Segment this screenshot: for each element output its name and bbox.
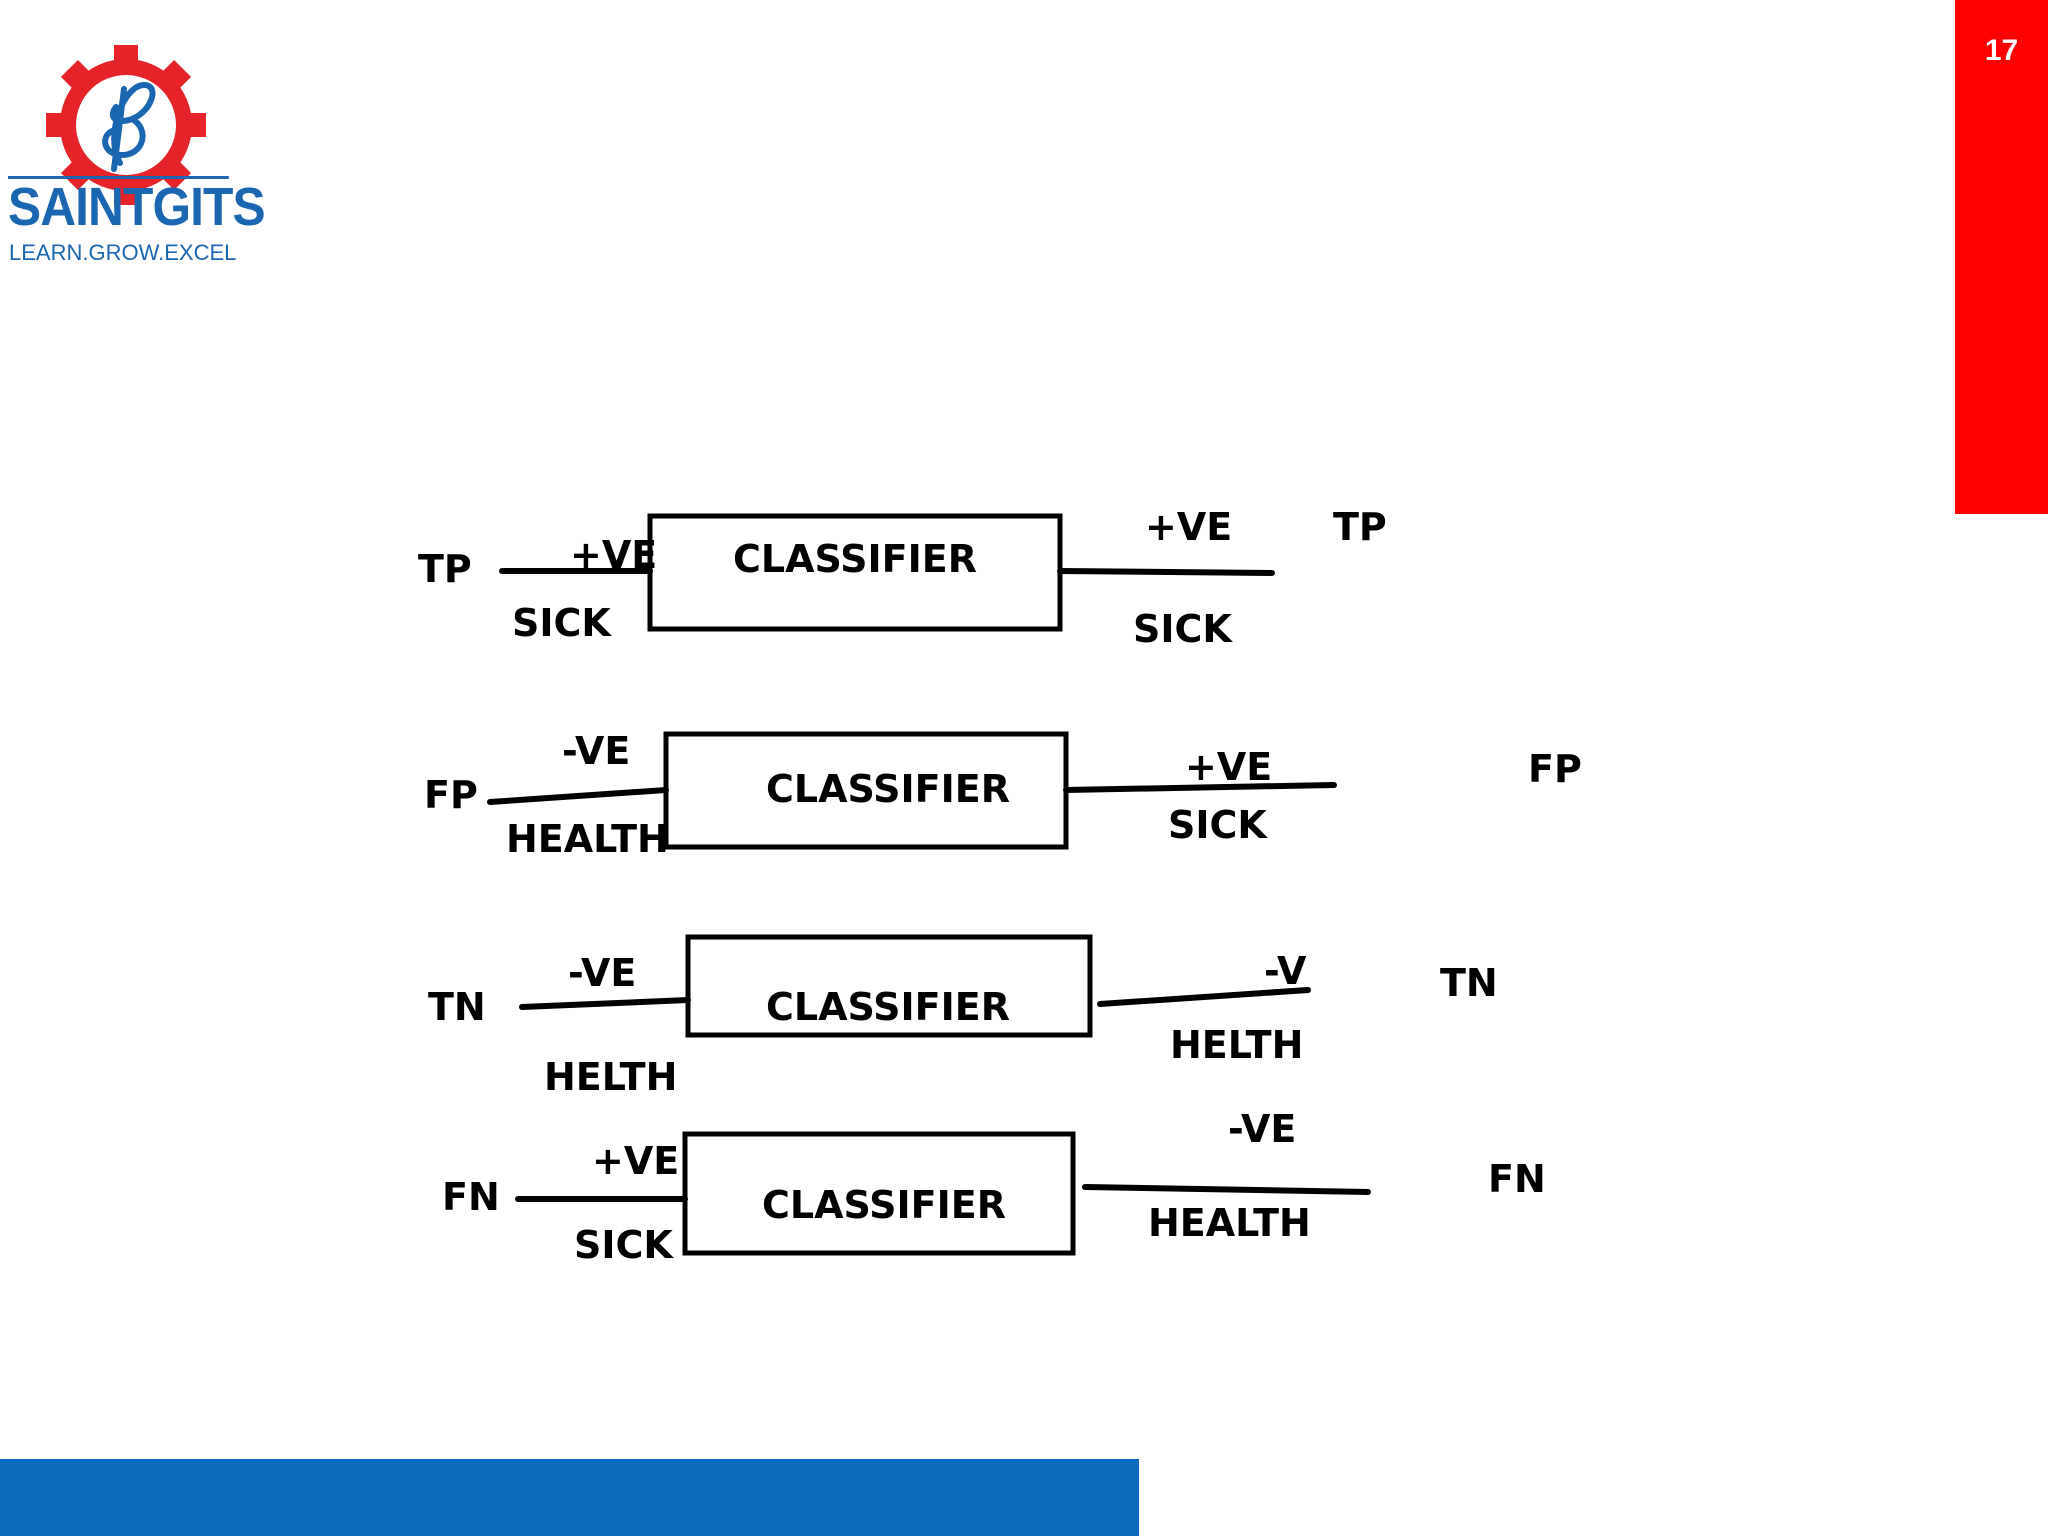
- row4-right-result: FN: [1488, 1157, 1546, 1201]
- row4-classifier-box: [682, 1131, 1076, 1256]
- row2-output-state: SICK: [1168, 803, 1268, 847]
- row2-input-value: -VE: [562, 729, 630, 773]
- row1-right-result: TP: [1333, 505, 1387, 549]
- row3-input-line: [519, 997, 691, 1010]
- brand-name: SAINTGITS: [8, 176, 266, 237]
- row4-output-state: HEALTH: [1148, 1201, 1311, 1245]
- row4-output-value: -VE: [1228, 1107, 1296, 1151]
- row4-output-line: [1082, 1184, 1371, 1195]
- row4-input-state: SICK: [574, 1223, 674, 1267]
- row2-output-line: [1063, 782, 1337, 793]
- row3-output-state: HELTH: [1170, 1023, 1303, 1067]
- row3-output-line: [1097, 987, 1311, 1007]
- slide-number: 17: [1984, 34, 2019, 67]
- row2-input-line: [487, 787, 669, 805]
- row1-left-result: TP: [418, 547, 472, 591]
- diagram-row-fp: FP -VE HEALTH CLASSIFIER +VE SICK FP: [424, 729, 1582, 861]
- row3-classifier-box: [685, 934, 1093, 1038]
- row1-input-value: +VE: [570, 533, 657, 577]
- row2-input-state: HEALTH: [506, 817, 669, 861]
- row1-output-line: [1057, 568, 1275, 576]
- row4-input-value: +VE: [592, 1139, 679, 1183]
- diagram-row-tp: TP +VE SICK CLASSIFIER +VE SICK TP: [418, 505, 1387, 651]
- row2-left-result: FP: [424, 773, 478, 817]
- row1-output-state: SICK: [1133, 607, 1233, 651]
- brand-tagline: LEARN.GROW.EXCEL: [9, 240, 237, 265]
- row1-classifier-label: CLASSIFIER: [733, 537, 977, 581]
- row3-left-result: TN: [428, 985, 486, 1029]
- row3-input-state: HELTH: [544, 1055, 677, 1099]
- row4-left-result: FN: [442, 1175, 500, 1219]
- row2-output-value: +VE: [1185, 745, 1272, 789]
- row1-input-state: SICK: [512, 601, 612, 645]
- row1-output-value: +VE: [1145, 505, 1232, 549]
- row4-classifier-label: CLASSIFIER: [762, 1183, 1006, 1227]
- row3-right-result: TN: [1440, 961, 1498, 1005]
- diagram-row-tn: TN -VE HELTH CLASSIFIER -V HELTH TN: [428, 934, 1498, 1099]
- blue-footer-bar: [0, 1459, 1139, 1536]
- diagram-row-fn: FN +VE SICK CLASSIFIER -VE HEALTH FN: [442, 1107, 1546, 1267]
- row3-input-value: -VE: [568, 951, 636, 995]
- saintgits-gear-logo-icon: [46, 45, 206, 205]
- row3-output-value: -V: [1264, 949, 1307, 993]
- row3-classifier-label: CLASSIFIER: [766, 985, 1010, 1029]
- row2-classifier-label: CLASSIFIER: [766, 767, 1010, 811]
- row2-right-result: FP: [1528, 747, 1582, 791]
- red-side-bar: [1955, 0, 2048, 514]
